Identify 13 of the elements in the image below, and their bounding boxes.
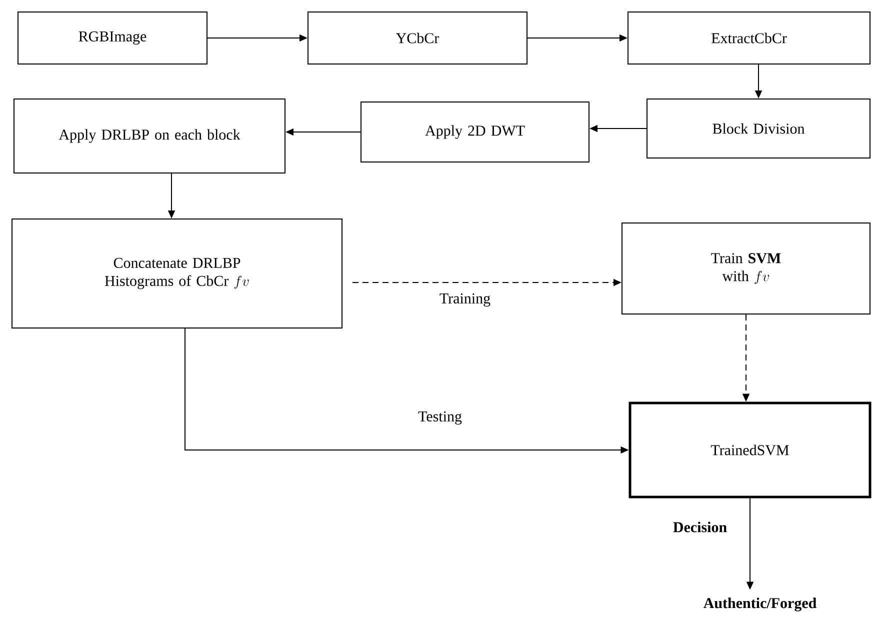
process-box: Train SVM with $fv$ [622, 222, 870, 314]
process-box: Apply DRLBP on each block [14, 98, 286, 174]
process-box: YCbCr [308, 12, 528, 64]
process-box: ExtractCbCr [628, 12, 870, 64]
edge-label: Decision [672, 520, 728, 534]
process-box: Block Division [646, 98, 870, 158]
process-box: Concatenate DRLBP Histograms of CbCr $fv$ [12, 218, 342, 328]
process-box: TrainedSVM [628, 402, 872, 498]
edge-label: Training [438, 292, 492, 308]
edge-label: Testing [417, 410, 463, 426]
process-box: RGBImage [18, 12, 208, 64]
output-text: Authentic/Forged [704, 598, 816, 612]
process-box: Apply 2D DWT [360, 102, 590, 162]
